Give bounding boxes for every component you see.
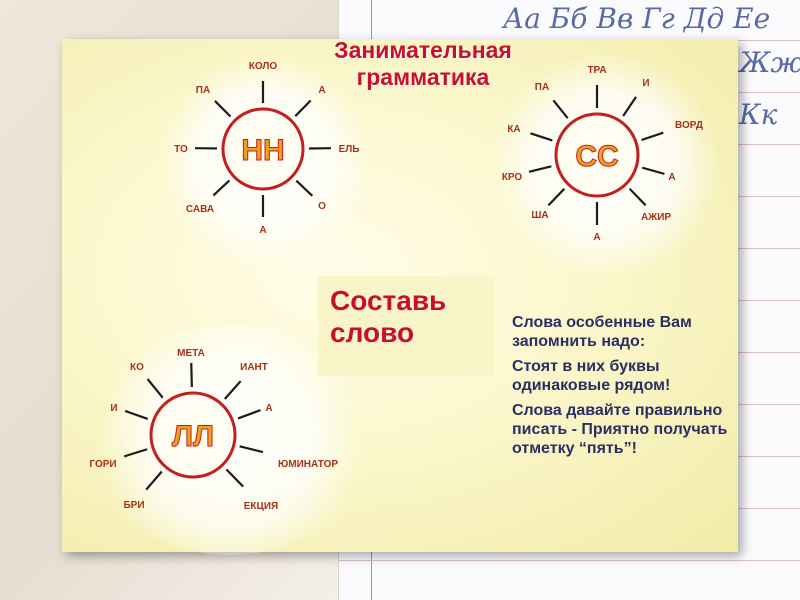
wheel-spoke [237, 409, 261, 420]
wheel-spoke [547, 188, 566, 207]
wheel-spoke [212, 179, 231, 197]
title-line-1: Занимательная [334, 37, 512, 63]
wheel-spoke [295, 179, 314, 197]
word-part-label: А [668, 172, 675, 183]
word-part-label: КРО [502, 172, 523, 183]
word-part-label: ТО [174, 144, 188, 155]
word-part-label: ТРА [587, 65, 606, 76]
word-part-label: ЕКЦИЯ [244, 501, 278, 512]
word-part-label: ИАНТ [240, 362, 268, 373]
word-part-label: ВОРД [675, 120, 703, 131]
word-part-label: АЖИР [641, 212, 671, 223]
word-wheels-group: НН КОЛО А ЕЛЬ О А САВА ТО ПА СС ТРА И ВОРД А АЖИР А ША КР… [89, 61, 703, 512]
wheel-spoke [124, 409, 149, 421]
wheel-spoke [145, 470, 163, 491]
wheel-spoke [190, 362, 193, 388]
wheel-spoke [225, 468, 244, 488]
wheel-center-letters: СС [575, 140, 618, 173]
task-line-1: Составь [330, 285, 447, 316]
word-part-label: ЮМИНАТОР [278, 459, 338, 470]
page-title: Занимательная грамматика [288, 37, 558, 91]
word-part-label: КА [507, 124, 520, 135]
wheel-spoke [146, 378, 164, 399]
ruled-line [339, 560, 800, 561]
title-line-2: грамматика [356, 64, 490, 90]
alphabet-row: Аа Бб Вв Гг Дд Ее [503, 2, 771, 35]
wheel-spoke [223, 380, 242, 400]
word-part-label: И [110, 403, 117, 414]
word-part-label: ГОРИ [89, 459, 116, 470]
wheel-spoke [552, 99, 569, 119]
wheel-center-letters: ЛЛ [172, 420, 214, 453]
word-part-label: ПА [535, 82, 549, 93]
word-part-label: ПА [196, 85, 210, 96]
poem-stanza: Стоят в них буквы одинаковые рядом! [512, 358, 671, 394]
wheel-spoke [641, 166, 665, 175]
alphabet-row: Жж [739, 46, 800, 79]
alphabet-row: Кк [739, 98, 778, 131]
wheel-center-letters: НН [241, 134, 284, 167]
word-part-label: КО [130, 362, 144, 373]
wheel-circle [149, 391, 237, 479]
word-part-label: САВА [186, 204, 214, 215]
task-heading: Составь слово [330, 285, 500, 349]
wheel-spoke [530, 132, 553, 142]
wheel-spoke [528, 165, 552, 173]
task-line-2: слово [330, 317, 415, 348]
word-part-label: ЕЛЬ [339, 144, 360, 155]
word-part-label: А [259, 225, 266, 236]
poem-stanza: Слова особенные Вам запомнить надо: [512, 314, 692, 350]
word-part-label: А [593, 232, 600, 243]
wheel-spoke [294, 99, 312, 117]
word-part-label: ША [531, 210, 548, 221]
poem: Слова особенные Вам запомнить надо: Стоя… [512, 313, 742, 464]
word-part-label: БРИ [123, 500, 144, 511]
wheel-spoke [628, 188, 647, 207]
wheel-circle [554, 112, 640, 198]
wheel-spoke [214, 100, 232, 118]
word-part-label: И [642, 78, 649, 89]
wheel-spoke [239, 445, 264, 454]
wheel-spoke [123, 448, 148, 458]
word-part-label: А [318, 85, 325, 96]
poem-stanza: Слова давайте правильно писать - Приятно… [512, 402, 728, 457]
task-box [318, 276, 494, 376]
wheel-spoke [622, 96, 637, 117]
word-part-label: МЕТА [177, 348, 205, 359]
wheel-circle [221, 107, 305, 191]
word-part-label: О [318, 201, 326, 212]
word-part-label: КОЛО [249, 61, 278, 72]
word-part-label: А [265, 403, 272, 414]
wheel-spoke [641, 131, 664, 142]
